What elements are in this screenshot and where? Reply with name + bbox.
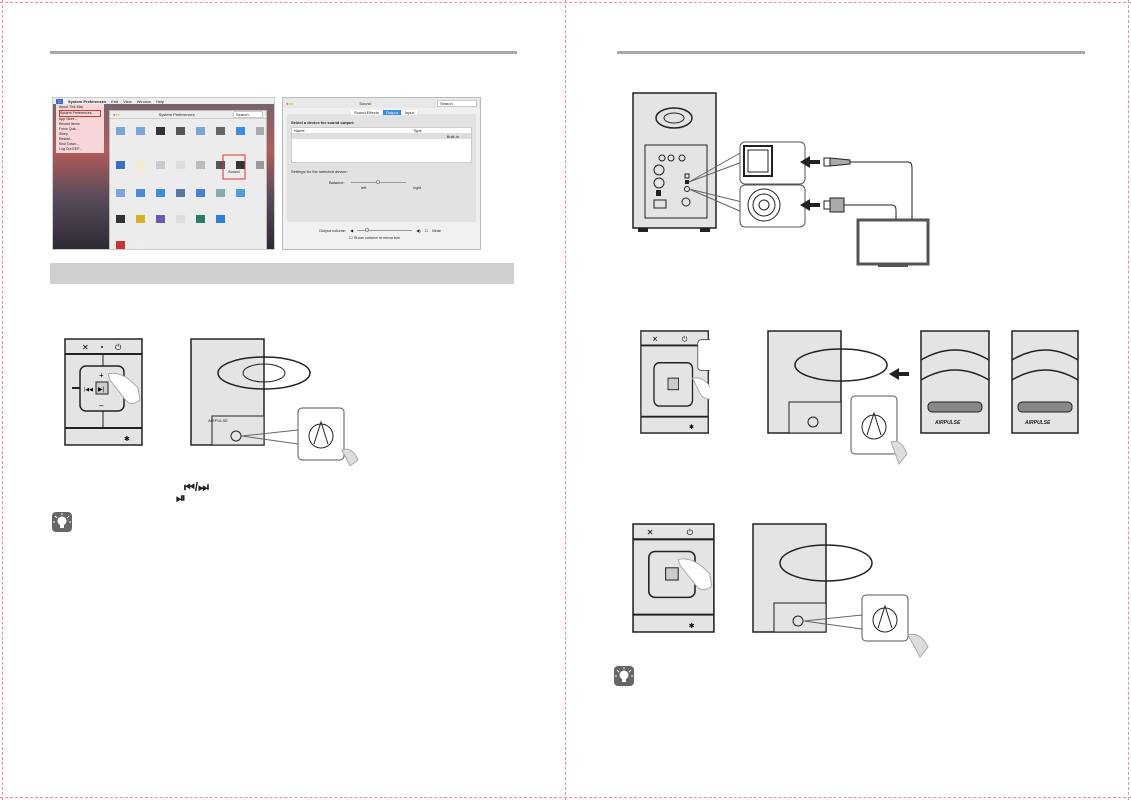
speaker-front-volume-knob bbox=[752, 523, 929, 658]
sound-settings-screenshot: ●●● Sound Search Sound Effects Output In… bbox=[282, 97, 481, 250]
speaker-top-panel: ✕ ⏻ ▶| + – |◀◀ ✱ bbox=[64, 338, 143, 446]
show-volume-checkbox: ☐ bbox=[349, 235, 354, 240]
apple-icon:  bbox=[56, 98, 63, 104]
tab-output: Output bbox=[382, 110, 401, 115]
brand-logo: AIRPULSE bbox=[935, 420, 961, 426]
speakers-paired-front bbox=[920, 330, 1079, 434]
balance-right: right bbox=[413, 185, 421, 190]
col-name: Name bbox=[294, 128, 305, 133]
svg-text:✱: ✱ bbox=[689, 424, 694, 431]
speaker-top-panel-pair: ✕ ⏻ ✱ bbox=[640, 330, 710, 434]
brand-logo: AIRPULSE bbox=[208, 418, 228, 423]
output-volume-label: Output volume: bbox=[319, 228, 347, 233]
menu-help: Help bbox=[153, 98, 164, 104]
menu-item: Recent Items bbox=[59, 122, 80, 126]
window-title: Sound bbox=[359, 100, 371, 106]
menu-item: Shut Down... bbox=[59, 142, 80, 146]
menu-edit: Edit bbox=[108, 98, 118, 104]
menu-item: Force Quit... bbox=[59, 127, 79, 131]
search-field: Search bbox=[437, 99, 477, 107]
sound-pref-label: Sound bbox=[228, 169, 240, 174]
speaker-front-pair-knob bbox=[767, 330, 909, 466]
tab-sound-effects: Sound Effects bbox=[351, 110, 382, 115]
lightbulb-tip-icon bbox=[614, 666, 634, 686]
window-title: System Preferences bbox=[158, 112, 195, 117]
section-rule bbox=[617, 51, 1085, 54]
menu-view: View bbox=[120, 98, 132, 104]
menu-item-system-preferences: System Preferences... bbox=[59, 110, 101, 117]
device-type: Built-in bbox=[446, 134, 459, 139]
svg-text:▶|: ▶| bbox=[98, 387, 105, 393]
brand-logo: AIRPULSE bbox=[1025, 420, 1051, 426]
svg-text:+: + bbox=[99, 371, 104, 380]
speaker-high-icon: ◀) bbox=[416, 228, 421, 233]
svg-text:✕: ✕ bbox=[652, 334, 658, 343]
col-type: Type bbox=[413, 128, 422, 133]
show-volume-label: Show volume in menu bar bbox=[353, 235, 400, 240]
svg-text:–: – bbox=[99, 401, 104, 410]
output-heading: Select a device for sound output: bbox=[291, 120, 355, 125]
tab-input: Input bbox=[401, 110, 417, 115]
settings-label: Settings for the selected device: bbox=[291, 169, 348, 174]
cut-line-center bbox=[565, 0, 566, 800]
optical-coaxial-connection-diagram bbox=[632, 92, 930, 267]
cut-line-bottom bbox=[0, 797, 1131, 798]
prefs-icon-grid bbox=[116, 127, 264, 249]
mute-checkbox: ☐ bbox=[424, 228, 429, 233]
menu-item: About This Mac bbox=[59, 105, 84, 109]
cut-line-left bbox=[2, 0, 3, 800]
balance-label: Balance: bbox=[329, 180, 345, 185]
menu-item: Sleep bbox=[59, 132, 68, 136]
svg-text:✱: ✱ bbox=[124, 435, 130, 443]
svg-text:✱: ✱ bbox=[689, 621, 695, 630]
menu-window: Window bbox=[133, 98, 151, 104]
apple-menu: About This Mac System Preferences... App… bbox=[56, 104, 104, 153]
speaker-front-volume-knob bbox=[190, 338, 359, 466]
menu-app: System Preferences bbox=[65, 98, 106, 104]
skip-track-icon: ⏮/⏭ bbox=[184, 480, 209, 494]
lightbulb-tip-icon bbox=[52, 512, 72, 532]
menu-item: Log Out EEP... bbox=[59, 147, 82, 151]
section-rule bbox=[50, 51, 517, 54]
svg-text:⏻: ⏻ bbox=[682, 334, 688, 343]
system-preferences-screenshot:  System Preferences Edit View Window He… bbox=[52, 97, 275, 250]
output-volume-slider bbox=[357, 228, 413, 232]
svg-text:✕: ✕ bbox=[82, 343, 89, 352]
menu-item: App Store... bbox=[59, 117, 78, 121]
svg-text:|◀◀: |◀◀ bbox=[84, 387, 93, 393]
menu-item: Restart... bbox=[59, 137, 74, 141]
play-pause-icon: ⏯ bbox=[176, 491, 186, 505]
mac-menubar:  System Preferences Edit View Window He… bbox=[53, 98, 274, 104]
svg-text:⏻: ⏻ bbox=[115, 343, 122, 352]
balance-slider bbox=[350, 180, 406, 184]
speaker-low-icon: ◀ bbox=[350, 228, 354, 233]
cut-line-top bbox=[0, 2, 1131, 3]
balance-left: left bbox=[361, 185, 367, 190]
mute-label: Mute bbox=[432, 228, 442, 233]
svg-text:✕: ✕ bbox=[647, 528, 654, 537]
svg-text:⏻: ⏻ bbox=[687, 528, 694, 537]
speaker-top-panel-volume: ✕ ⏻ ✱ bbox=[632, 523, 715, 633]
cut-line-right bbox=[1128, 0, 1129, 800]
prefs-window: ●●● System Preferences Search Sound bbox=[109, 110, 267, 249]
search-field: Search bbox=[233, 111, 263, 118]
section-header-bar bbox=[50, 263, 514, 284]
